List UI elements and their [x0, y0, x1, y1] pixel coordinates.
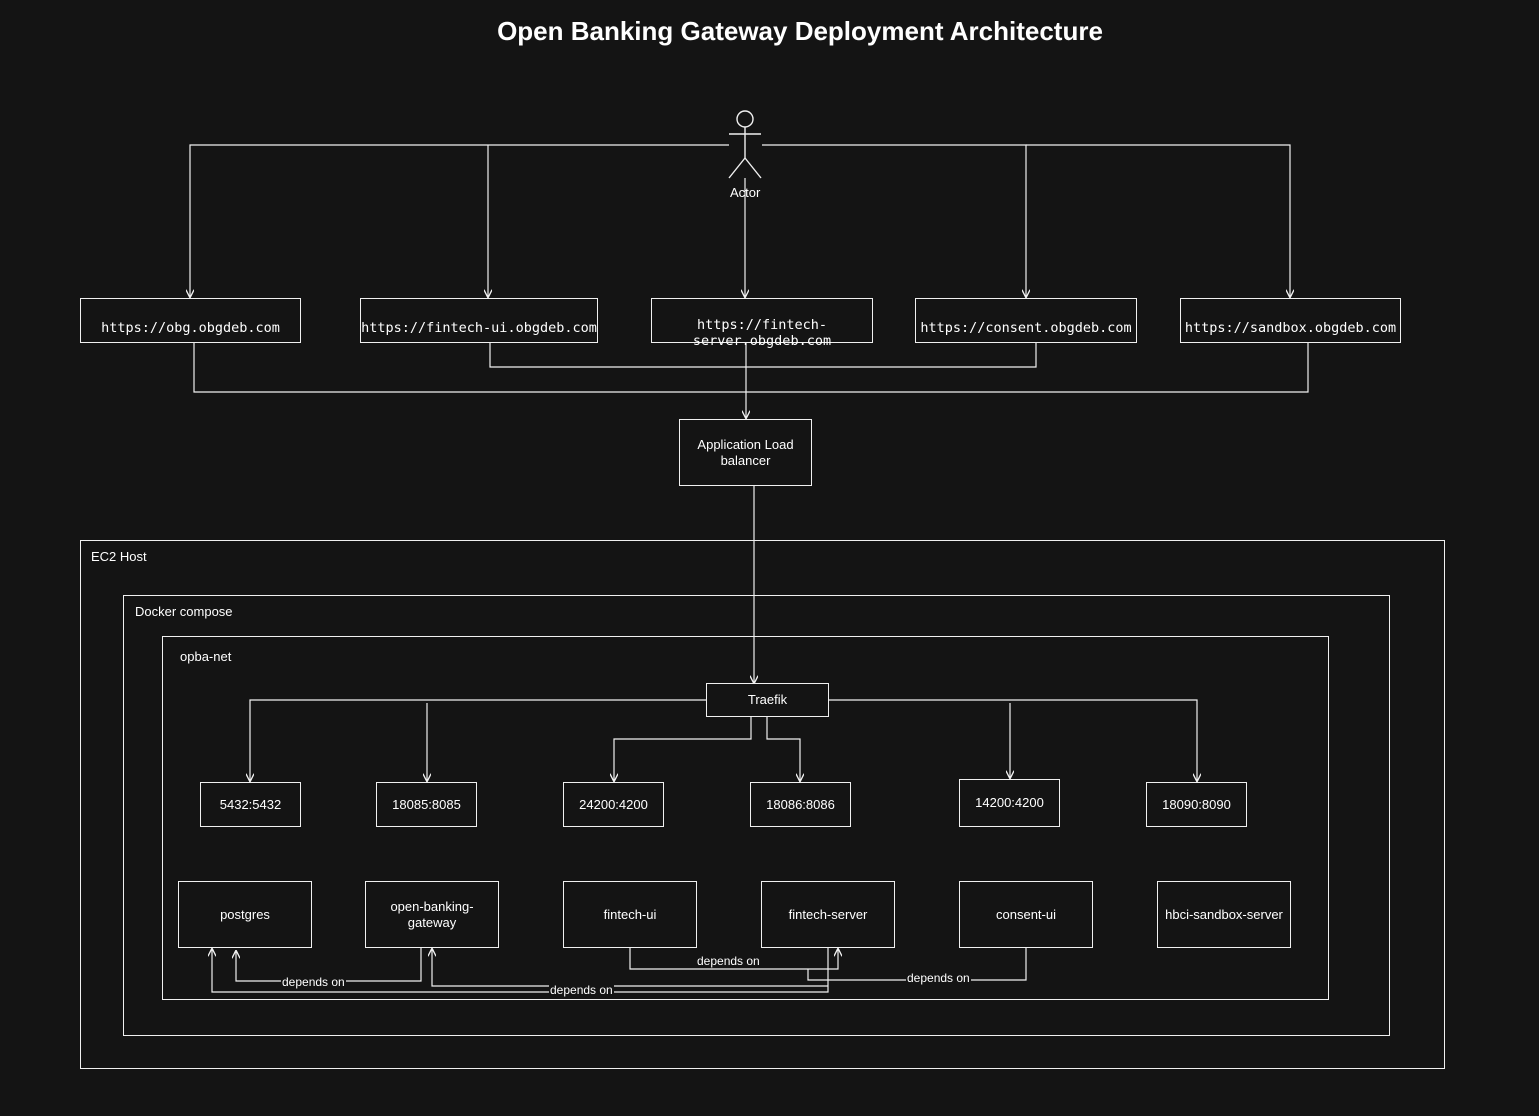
edge-label-depends-on: depends on	[906, 971, 971, 985]
traefik-box: Traefik	[706, 683, 829, 717]
port-box-obg: 18085:8085	[376, 782, 477, 827]
edge-obg-merge	[193, 343, 1309, 393]
port-box-fintech-server: 18086:8086	[750, 782, 851, 827]
edge-label-depends-on: depends on	[281, 975, 346, 989]
docker-compose-group: Docker compose	[123, 595, 1390, 1036]
ec2-host-group: EC2 Host	[80, 540, 1445, 1069]
port-box-fintech-ui: 24200:4200	[563, 782, 664, 827]
service-postgres: postgres	[178, 881, 312, 948]
diagram-title: Open Banking Gateway Deployment Architec…	[497, 16, 1103, 46]
port-box-sandbox: 18090:8090	[1146, 782, 1247, 827]
actor-label: Actor	[730, 185, 761, 200]
edge-fintech-ui-merge	[489, 343, 1037, 368]
edge-traefik-to-18086	[766, 716, 800, 781]
service-fintech-ui: fintech-ui	[563, 881, 697, 948]
edge-fintech-server-depends-obg	[432, 949, 828, 987]
ec2-host-label: EC2 Host	[91, 549, 147, 564]
edge-traefik-to-5432	[250, 699, 707, 781]
url-box-fintech-server: https://fintech-server.obgdeb.com	[651, 298, 873, 349]
url-box-fintech-ui: https://fintech-ui.obgdeb.com	[360, 298, 598, 343]
edge-actor-to-obg	[190, 144, 729, 297]
edge-label-depends-on: depends on	[549, 983, 614, 997]
service-consent-ui: consent-ui	[959, 881, 1093, 948]
url-box-sandbox: https://sandbox.obgdeb.com	[1180, 298, 1401, 343]
edge-label-depends-on: depends on	[696, 954, 761, 968]
service-fintech-server: fintech-server	[761, 881, 895, 948]
network-group: opba-net	[162, 636, 1329, 1000]
port-box-consent-ui: 14200:4200	[959, 779, 1060, 827]
url-box-obg: https://obg.obgdeb.com	[80, 298, 301, 343]
network-label: opba-net	[180, 649, 232, 664]
edge-fintech-ui-depends-server	[629, 947, 838, 970]
url-box-consent: https://consent.obgdeb.com	[915, 298, 1137, 343]
port-box-postgres: 5432:5432	[200, 782, 301, 827]
service-open-banking-gateway: open-banking-gateway	[365, 881, 499, 948]
load-balancer: Application Load balancer	[679, 419, 812, 486]
service-hbci-sandbox-server: hbci-sandbox-server	[1157, 881, 1291, 948]
stick-figure-icon	[728, 110, 762, 179]
edge-traefik-to-18090	[829, 699, 1197, 781]
edge-traefik-to-24200	[614, 716, 752, 781]
edge-actor-to-sandbox	[1026, 144, 1290, 297]
edge-actor-to-consent	[762, 144, 1026, 297]
docker-compose-label: Docker compose	[135, 604, 233, 619]
